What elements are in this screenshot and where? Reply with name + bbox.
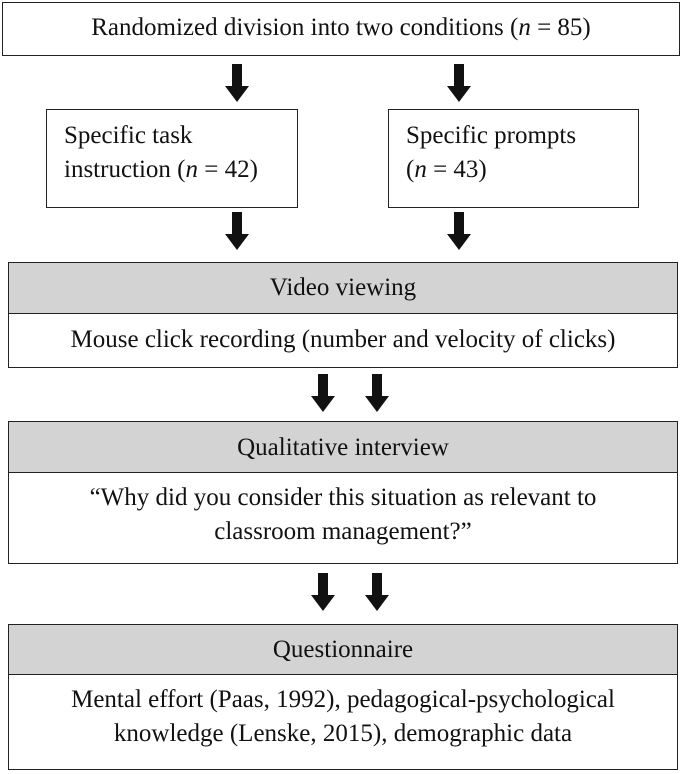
interview-body: “Why did you consider this situation as …	[8, 472, 678, 564]
condition-task-instruction-box: Specific task instruction (n = 42)	[46, 109, 298, 208]
randomization-label: Randomized division into two conditions …	[91, 14, 591, 41]
condition-prompts-line1: Specific prompts	[406, 122, 577, 149]
questionnaire-line2: knowledge (Lenske, 2015), demographic da…	[113, 720, 573, 747]
arrow-down-icon	[311, 374, 335, 412]
condition-prompts-box: Specific prompts (n = 43)	[388, 109, 639, 208]
video-viewing-title: Video viewing	[269, 274, 417, 301]
interview-question-line2: classroom management?”	[214, 518, 472, 545]
arrow-down-icon	[311, 573, 335, 611]
arrow-down-icon	[447, 64, 471, 102]
randomization-box: Randomized division into two conditions …	[2, 2, 680, 56]
arrow-down-icon	[225, 212, 249, 250]
interview-question-line1: “Why did you consider this situation as …	[89, 484, 597, 511]
interview-title: Qualitative interview	[237, 434, 449, 461]
arrow-down-icon	[225, 64, 249, 102]
interview-header: Qualitative interview	[8, 421, 678, 473]
questionnaire-title: Questionnaire	[272, 636, 414, 663]
arrow-down-icon	[365, 374, 389, 412]
video-viewing-header: Video viewing	[8, 262, 678, 314]
questionnaire-line1: Mental effort (Paas, 1992), pedagogical-…	[71, 686, 615, 713]
condition-task-line1: Specific task	[64, 122, 193, 149]
condition-prompts-line2: (n = 43)	[406, 156, 487, 183]
video-viewing-body: Mouse click recording (number and veloci…	[8, 313, 678, 368]
arrow-down-icon	[447, 212, 471, 250]
video-viewing-text: Mouse click recording (number and veloci…	[70, 326, 616, 353]
questionnaire-body: Mental effort (Paas, 1992), pedagogical-…	[8, 674, 678, 770]
condition-task-line2: instruction (n = 42)	[64, 156, 258, 183]
questionnaire-header: Questionnaire	[8, 624, 678, 675]
arrow-down-icon	[365, 573, 389, 611]
